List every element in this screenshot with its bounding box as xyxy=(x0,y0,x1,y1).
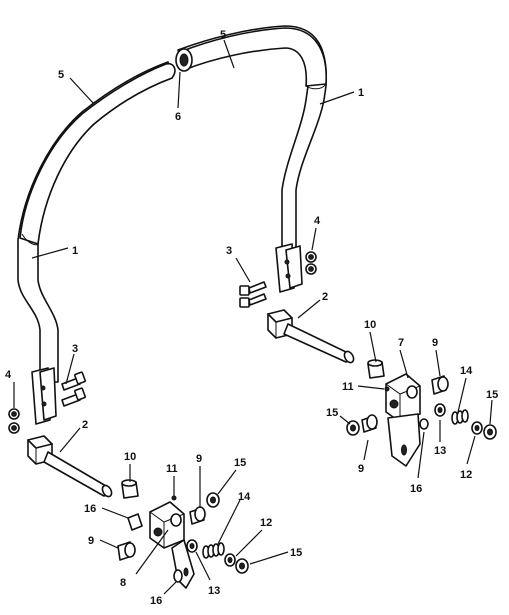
left-small-pin xyxy=(171,495,177,501)
left-bolts xyxy=(61,371,86,407)
callout-5-right: 5 xyxy=(220,29,226,41)
callout-13-left: 13 xyxy=(208,585,220,597)
callout-5-left: 5 xyxy=(58,69,64,81)
left-tube-end-bracket xyxy=(31,367,57,425)
callout-8: 8 xyxy=(120,577,126,589)
left-detent-pin-lower xyxy=(173,569,183,583)
right-spring xyxy=(451,409,469,425)
callout-9-upper-left: 9 xyxy=(196,453,202,465)
callout-14-right: 14 xyxy=(460,365,473,377)
callout-3-right: 3 xyxy=(226,245,232,257)
right-pin-upper xyxy=(431,375,449,395)
roll-bar-right-tube xyxy=(177,25,328,263)
right-washer-13 xyxy=(434,403,446,417)
callout-15-left-lower: 15 xyxy=(290,547,302,559)
left-latch-bracket xyxy=(149,501,195,589)
callout-12-right: 12 xyxy=(460,469,472,481)
roll-bar-left-tube xyxy=(17,61,176,383)
callout-6: 6 xyxy=(175,111,181,123)
callout-14-left: 14 xyxy=(238,491,251,503)
right-detent-pin xyxy=(419,418,429,430)
callout-4-right: 4 xyxy=(314,215,321,227)
left-pin-lower xyxy=(117,541,136,561)
right-nut-left xyxy=(346,420,360,436)
callout-9-lower-right: 9 xyxy=(358,463,364,475)
callout-2-left: 2 xyxy=(82,419,88,431)
left-bushing xyxy=(121,479,139,499)
callout-16-left-lower: 16 xyxy=(150,595,162,607)
left-pivot-shaft xyxy=(27,435,113,498)
callout-15-right-left: 15 xyxy=(326,407,338,419)
right-bushing xyxy=(367,359,385,379)
callout-9-lower-left: 9 xyxy=(88,535,94,547)
right-small-pin xyxy=(384,386,390,392)
left-flat-washer xyxy=(224,553,236,567)
right-pin-lower xyxy=(361,414,378,433)
left-detent-pin-upper xyxy=(127,513,143,531)
right-flat-washer xyxy=(471,421,483,435)
callout-1-left: 1 xyxy=(72,245,78,257)
callout-11-right: 11 xyxy=(342,381,354,393)
callout-16-left-upper: 16 xyxy=(84,503,96,515)
callout-12-left: 12 xyxy=(260,517,272,529)
callout-1-right: 1 xyxy=(358,87,364,99)
callout-7: 7 xyxy=(398,337,404,349)
callout-15-left-upper: 15 xyxy=(234,457,246,469)
right-bolts xyxy=(239,281,267,308)
right-tube-end-bracket xyxy=(275,243,303,293)
callout-11-left: 11 xyxy=(166,463,178,475)
callout-3-left: 3 xyxy=(72,343,78,355)
callout-2-right: 2 xyxy=(322,291,328,303)
left-nut-upper xyxy=(206,492,220,508)
callout-15-right-right: 15 xyxy=(486,389,498,401)
callout-9-upper-right: 9 xyxy=(432,337,438,349)
callout-4-left: 4 xyxy=(5,369,12,381)
left-spring xyxy=(202,542,225,559)
callout-13-right: 13 xyxy=(434,445,446,457)
callout-labels: 5 5 6 1 1 4 3 3 4 2 2 10 10 7 11 11 9 9 … xyxy=(5,29,498,607)
right-nut-right xyxy=(483,424,497,440)
right-lock-nuts xyxy=(305,251,317,275)
callout-10-left: 10 xyxy=(124,451,136,463)
left-lock-nuts xyxy=(8,408,20,434)
callout-16-right: 16 xyxy=(410,483,422,495)
left-washer-13 xyxy=(186,539,198,553)
center-bushing xyxy=(175,48,193,72)
leader-lines xyxy=(13,39,493,595)
left-pin-upper xyxy=(189,506,206,525)
right-latch-bracket xyxy=(385,373,421,467)
left-nut-lower xyxy=(235,558,249,574)
right-pivot-shaft xyxy=(267,309,355,364)
callout-10-right: 10 xyxy=(364,319,376,331)
